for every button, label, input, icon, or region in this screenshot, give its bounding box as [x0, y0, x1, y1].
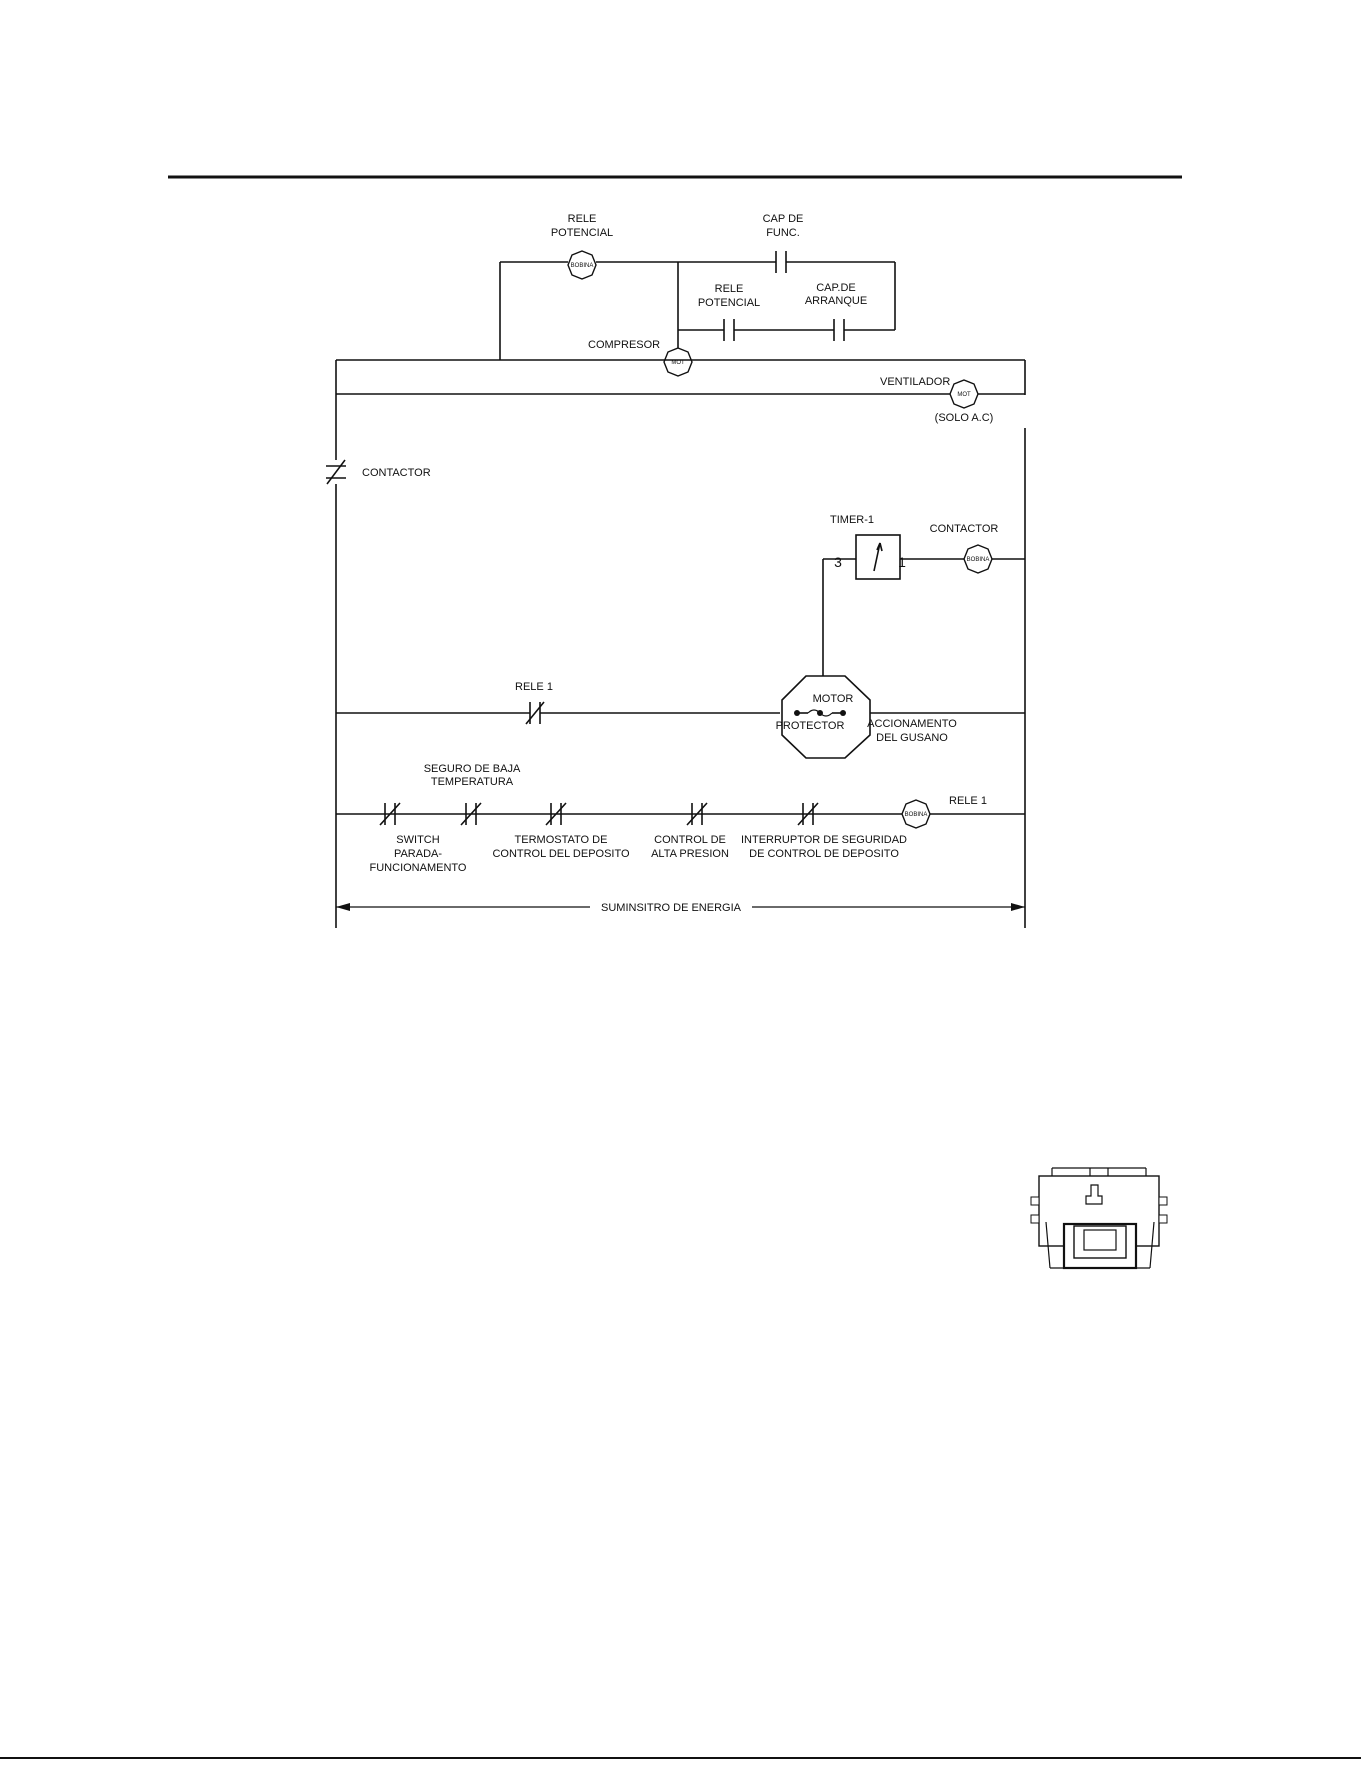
contactor-left-label: CONTACTOR — [362, 467, 431, 479]
solo-ac-label: (SOLO A.C) — [935, 412, 994, 424]
mot-label: MOT — [957, 392, 971, 398]
rele-potencial-mid-label: RELE — [715, 283, 744, 295]
auger-rung — [336, 675, 1025, 759]
timer-1 — [855, 534, 901, 580]
contactor-illustration — [1030, 1167, 1168, 1270]
seguro-label: TEMPERATURA — [431, 776, 514, 788]
cap-func-label: CAP DE — [763, 213, 804, 225]
protector-label: PROTECTOR — [776, 720, 845, 732]
contactor-right-label: CONTACTOR — [930, 523, 999, 535]
compressor-circuit: BOBINA MOT — [499, 250, 896, 377]
cap-func-label: FUNC. — [766, 227, 800, 239]
cap-func-capacitor — [775, 251, 787, 273]
interruptor-label: INTERRUPTOR DE SEGURIDAD — [741, 834, 907, 846]
seguro-baja-contact — [460, 802, 482, 826]
ventilador-motor: MOT — [949, 379, 979, 409]
switch-label: PARADA- — [394, 848, 442, 860]
timer-pin-3: 3 — [834, 554, 842, 570]
termostato-label: TERMOSTATO DE — [515, 834, 608, 846]
contactor-left — [326, 459, 346, 485]
switch-label: FUNCIONAMENTO — [370, 862, 467, 874]
accionamiento-label: DEL GUSANO — [876, 732, 948, 744]
cap-arranque-capacitor — [833, 319, 845, 341]
switch-parada-contact — [379, 802, 401, 826]
control-rung: BOBINA — [336, 799, 1025, 829]
rele-potencial-coil: BOBINA — [567, 250, 597, 280]
rele-potencial-contact — [723, 319, 735, 341]
contactor-coil: BOBINA — [963, 544, 993, 574]
mot-label: MOT — [671, 360, 685, 366]
compresor-motor: MOT — [663, 347, 693, 377]
auger-motor — [781, 675, 871, 759]
cap-arranque-label: CAP.DE — [816, 282, 856, 294]
ventilador-label: VENTILADOR — [880, 376, 950, 388]
timer-circuit: BOBINA — [822, 534, 1025, 710]
rails — [335, 359, 1026, 928]
termostato-contact — [545, 802, 567, 826]
suministro-label: SUMINSITRO DE ENERGIA — [601, 902, 742, 914]
termostato-label: CONTROL DEL DEPOSITO — [492, 848, 630, 860]
switch-label: SWITCH — [396, 834, 439, 846]
control-label: ALTA PRESION — [651, 848, 729, 860]
bobina-label: BOBINA — [571, 263, 594, 269]
interruptor-label: DE CONTROL DE DEPOSITO — [749, 848, 899, 860]
control-label: CONTROL DE — [654, 834, 726, 846]
seguro-label: SEGURO DE BAJA — [424, 763, 521, 775]
control-alta-presion-contact — [686, 802, 708, 826]
rele-potencial-mid-label: POTENCIAL — [698, 297, 760, 309]
bobina-label: BOBINA — [967, 557, 990, 563]
rele1-coil: BOBINA — [901, 799, 931, 829]
rele1-contact-label: RELE 1 — [515, 681, 553, 693]
timer-pin-1: 1 — [898, 554, 906, 570]
accionamiento-label: ACCIONAMENTO — [867, 718, 957, 730]
compresor-label: COMPRESOR — [588, 339, 660, 351]
rele-potencial-label: RELE — [568, 213, 597, 225]
suministro-arrow — [336, 903, 1025, 911]
diagram-labels: RELE POTENCIAL CAP DE FUNC. RELE POTENCI… — [362, 213, 998, 914]
rele1-coil-label: RELE 1 — [949, 795, 987, 807]
rele-potencial-label: POTENCIAL — [551, 227, 613, 239]
timer-label: TIMER-1 — [830, 514, 874, 526]
bobina-label: BOBINA — [905, 812, 928, 818]
interruptor-seguridad-contact — [797, 802, 819, 826]
motor-label: MOTOR — [813, 693, 854, 705]
cap-arranque-label: ARRANQUE — [805, 295, 867, 307]
